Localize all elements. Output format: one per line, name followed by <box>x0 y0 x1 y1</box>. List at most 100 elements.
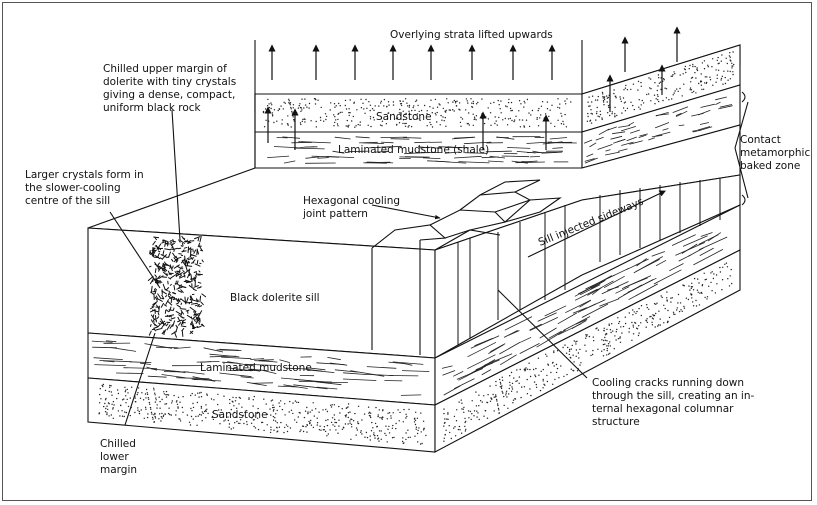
sandstone-dot <box>323 120 325 122</box>
sandstone-dot <box>436 121 438 123</box>
sandstone-dot <box>443 408 445 410</box>
sandstone-dot <box>466 123 468 125</box>
mudstone-lamination <box>651 251 666 257</box>
sandstone-dot <box>544 113 547 115</box>
sandstone-dot <box>292 114 294 117</box>
sandstone-dot <box>560 123 563 125</box>
sandstone-dot <box>348 124 350 127</box>
sandstone-dot <box>416 432 419 435</box>
sandstone-dot <box>682 73 684 75</box>
sandstone-dot <box>497 407 500 410</box>
mudstone-lamination <box>283 160 296 164</box>
sandstone-dot <box>724 263 726 265</box>
sandstone-dot <box>695 77 697 79</box>
sandstone-dot <box>630 88 632 91</box>
mudstone-lamination <box>474 337 493 347</box>
sandstone-dot <box>553 351 555 354</box>
sandstone-dot <box>125 395 127 397</box>
sandstone-dot <box>577 352 580 354</box>
mudstone-lamination <box>589 142 597 148</box>
dolerite-crystal <box>170 242 176 247</box>
sandstone-dot <box>524 102 526 104</box>
sandstone-dot <box>498 409 500 411</box>
sandstone-dot <box>416 417 419 419</box>
sandstone-dot <box>220 409 222 411</box>
sandstone-dot <box>110 391 113 393</box>
sandstone-dot <box>299 103 301 105</box>
sandstone-dot <box>175 410 177 412</box>
sandstone-dot <box>297 416 299 418</box>
dolerite-crystal <box>154 274 158 278</box>
sandstone-dot <box>670 297 672 299</box>
mudstone-lamination <box>454 378 475 389</box>
sandstone-dot <box>700 84 703 86</box>
sandstone-dot <box>538 374 540 376</box>
sandstone-dot <box>658 324 660 326</box>
sandstone-dot <box>680 309 682 311</box>
sandstone-dot <box>315 126 317 128</box>
sandstone-dot <box>606 349 608 352</box>
sandstone-dot <box>227 419 229 422</box>
sandstone-dot <box>263 398 265 400</box>
sandstone-dot <box>628 327 630 330</box>
sandstone-dot <box>585 334 587 336</box>
sandstone-dot <box>498 104 500 106</box>
sandstone-dot <box>609 329 612 331</box>
sandstone-dot <box>303 416 306 419</box>
sandstone-dot <box>344 414 347 417</box>
sandstone-dot <box>622 107 625 109</box>
mudstone-lamination <box>248 368 261 372</box>
sandstone-dot <box>337 432 339 434</box>
sandstone-dot <box>110 414 113 416</box>
sandstone-dot <box>337 125 339 127</box>
sandstone-dot <box>646 93 648 96</box>
sandstone-dot <box>471 413 473 415</box>
dolerite-crystal <box>159 320 165 326</box>
mudstone-lamination <box>520 336 532 343</box>
mudstone-lamination <box>374 150 389 153</box>
sandstone-dot <box>690 294 693 296</box>
mudstone-lamination <box>628 283 658 301</box>
label-larger-crystals: Larger crystals form in the slower-cooli… <box>25 169 147 207</box>
dolerite-crystal <box>149 252 153 255</box>
sandstone-dot <box>219 423 221 425</box>
mudstone-lamination <box>277 385 298 388</box>
mudstone-lamination <box>552 147 563 149</box>
mudstone-lamination <box>603 275 625 289</box>
mudstone-lamination <box>99 360 132 363</box>
sandstone-dot <box>379 124 382 126</box>
mudstone-lamination <box>219 348 240 351</box>
sandstone-dot <box>665 97 668 99</box>
sandstone-dot <box>721 289 723 291</box>
sandstone-dot <box>557 98 559 100</box>
sandstone-dot <box>526 393 529 395</box>
sandstone-dot <box>330 421 333 424</box>
sandstone-dot <box>436 106 439 108</box>
mudstone-lamination <box>303 368 323 372</box>
sandstone-dot <box>366 107 368 110</box>
sandstone-dot <box>677 293 680 296</box>
sandstone-dot <box>481 113 483 115</box>
mudstone-lamination <box>693 249 724 266</box>
mudstone-lamination <box>402 137 422 139</box>
sandstone-dot <box>504 117 506 120</box>
sandstone-dot <box>717 69 720 72</box>
sandstone-dot <box>299 122 302 124</box>
sandstone-dot <box>271 104 273 106</box>
sandstone-dot <box>150 411 153 414</box>
sandstone-dot <box>355 434 357 436</box>
sandstone-dot <box>715 69 717 71</box>
dolerite-crystal <box>163 261 167 266</box>
mudstone-lamination <box>544 305 567 317</box>
sandstone-dot <box>401 440 404 443</box>
sandstone-dot <box>121 399 124 401</box>
dolerite-crystal <box>173 284 176 291</box>
sandstone-dot <box>568 353 570 356</box>
dolerite-crystal <box>161 294 165 300</box>
sandstone-dot <box>508 393 510 395</box>
sandstone-dot <box>395 124 398 126</box>
sandstone-dot <box>567 346 569 349</box>
sandstone-dot <box>334 121 336 124</box>
sandstone-dot <box>338 419 340 421</box>
sandstone-dot <box>528 125 531 128</box>
